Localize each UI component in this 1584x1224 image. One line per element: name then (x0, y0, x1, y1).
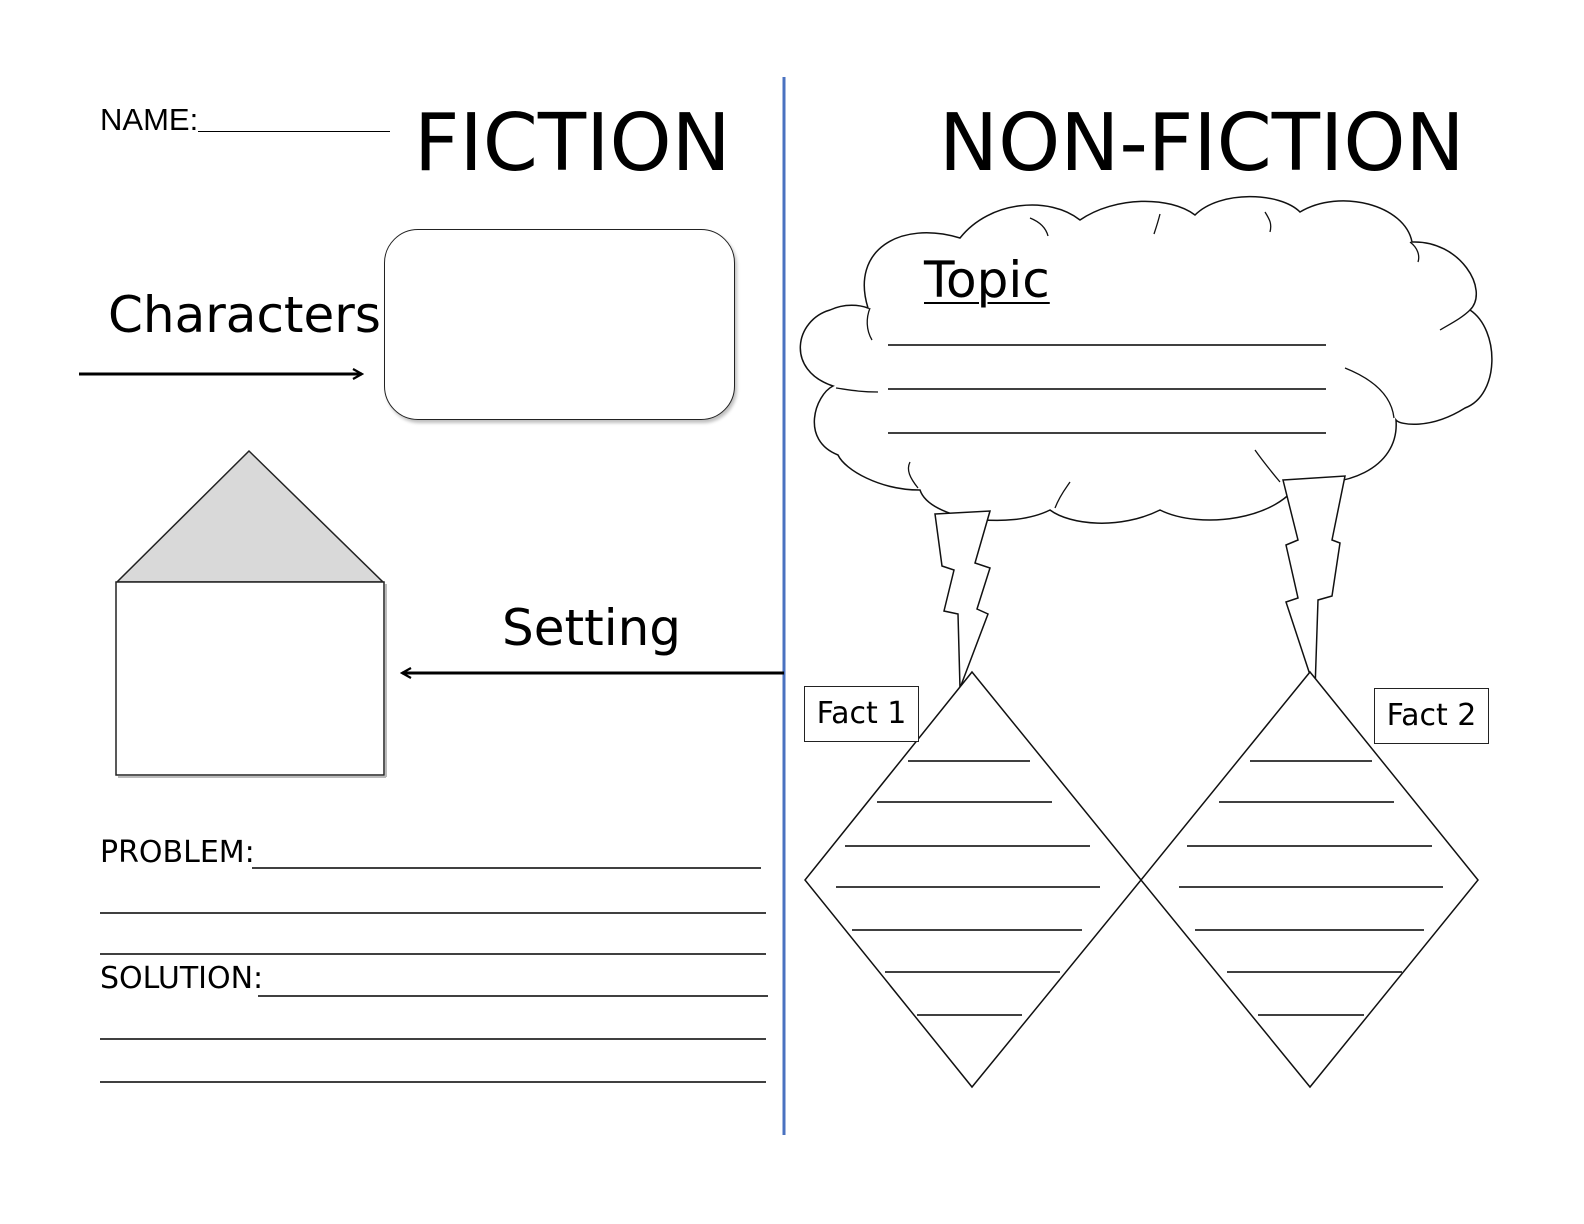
name-label: NAME: (100, 102, 199, 137)
fiction-title: FICTION (414, 97, 731, 189)
fact1-label: Fact 1 (816, 696, 907, 731)
house-icon (115, 449, 387, 778)
nonfiction-title: NON-FICTION (939, 97, 1465, 189)
writing-lines-fact2 (1179, 760, 1443, 1016)
setting-label: Setting (502, 599, 682, 657)
writing-lines-topic (888, 344, 1326, 434)
writing-lines-fiction (100, 867, 768, 1083)
fact1-box: Fact 1 (804, 686, 919, 742)
lightning-bolt-icon (934, 510, 992, 689)
fact2-box: Fact 2 (1374, 688, 1489, 744)
lightning-bolt-icon (1282, 475, 1346, 691)
name-field[interactable] (198, 131, 390, 132)
diamond-icon (1140, 670, 1479, 1089)
solution-label: SOLUTION: (100, 961, 264, 996)
characters-label: Characters (108, 286, 381, 344)
writing-lines-fact1 (836, 760, 1100, 1016)
cloud-inner-arcs (835, 211, 1471, 509)
characters-box[interactable] (384, 229, 735, 420)
topic-label: Topic (924, 251, 1050, 309)
problem-label: PROBLEM: (100, 835, 255, 870)
cloud-icon (799, 195, 1493, 524)
diamond-icon (804, 670, 1142, 1089)
fact2-label: Fact 2 (1386, 698, 1477, 733)
